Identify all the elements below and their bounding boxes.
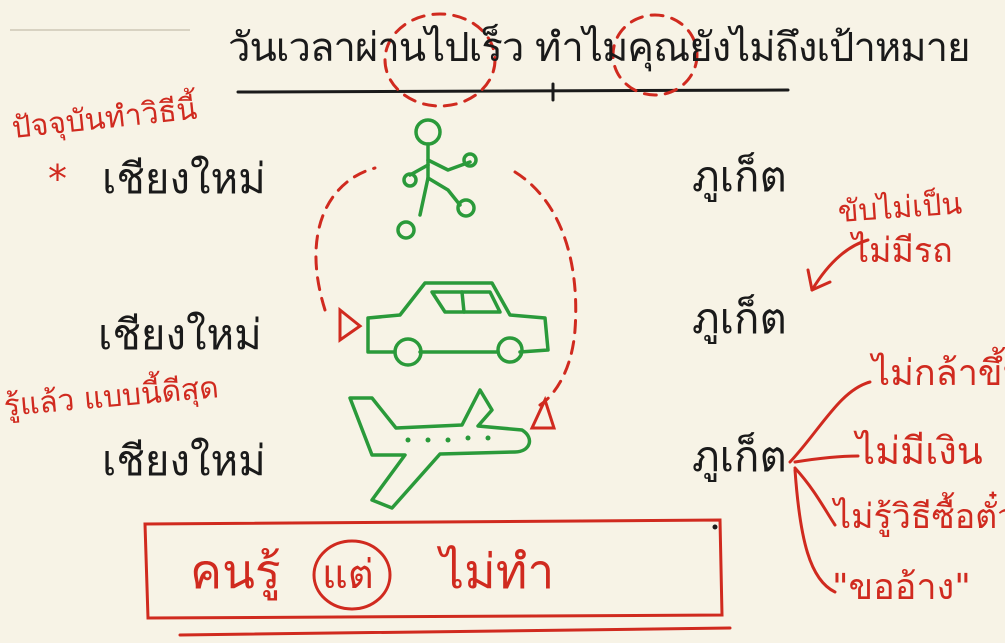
destination-1: ภูเก็ต xyxy=(692,152,787,201)
conclusion-box xyxy=(143,518,724,620)
arrow-head xyxy=(806,268,832,292)
brace-line-3 xyxy=(793,466,837,527)
start-point-2: เชียงใหม่ xyxy=(98,310,262,359)
dashed-arc-left xyxy=(314,166,377,312)
circle-but xyxy=(312,539,392,611)
car-note-no-car: ไม่มีรถ xyxy=(852,231,953,271)
board-title: วันเวลาผ่านไปเร็ว ทำไมคุณยังไม่ถึงเป้าหม… xyxy=(228,25,971,71)
brace-line-2 xyxy=(793,454,860,464)
reason-excuses: "ขออ้าง" xyxy=(832,567,971,608)
title-underline xyxy=(236,88,790,94)
destination-3: ภูเก็ต xyxy=(692,432,787,481)
arrow-car-notes xyxy=(810,238,870,292)
triangle-marker-left xyxy=(338,306,363,343)
destination-2: ภูเก็ต xyxy=(692,294,787,343)
star-mark: * xyxy=(48,157,67,201)
conclusion-dont-do: ไม่ทำ xyxy=(440,544,555,600)
brace-line-4 xyxy=(793,468,837,594)
ink-dot xyxy=(712,524,718,530)
car-icon xyxy=(366,281,550,367)
conclusion-but: แต่ xyxy=(322,552,374,598)
walking-person-icon xyxy=(396,118,478,240)
start-point-1: เชียงใหม่ xyxy=(102,154,266,203)
airplane-icon xyxy=(348,388,532,510)
bottom-underline xyxy=(178,626,732,637)
dashed-arc-right xyxy=(513,170,578,407)
brace-line-1 xyxy=(788,380,872,464)
reason-afraid-to-fly: ไม่กล้าขึ้น xyxy=(872,353,1005,394)
reason-no-money: ไม่มีเงิน xyxy=(856,429,983,473)
conclusion-people-know: คนรู้ xyxy=(190,544,281,600)
start-point-3: เชียงใหม่ xyxy=(102,436,266,485)
triangle-marker-right xyxy=(529,395,557,430)
reason-dont-know-ticket: ไม่รู้วิธีซื้อตั๋ว xyxy=(834,497,1005,537)
dashed-circle-fast xyxy=(383,12,497,108)
dashed-circle-goal xyxy=(611,13,699,97)
car-note-cannot-drive: ขับไม่เป็น xyxy=(836,186,964,230)
